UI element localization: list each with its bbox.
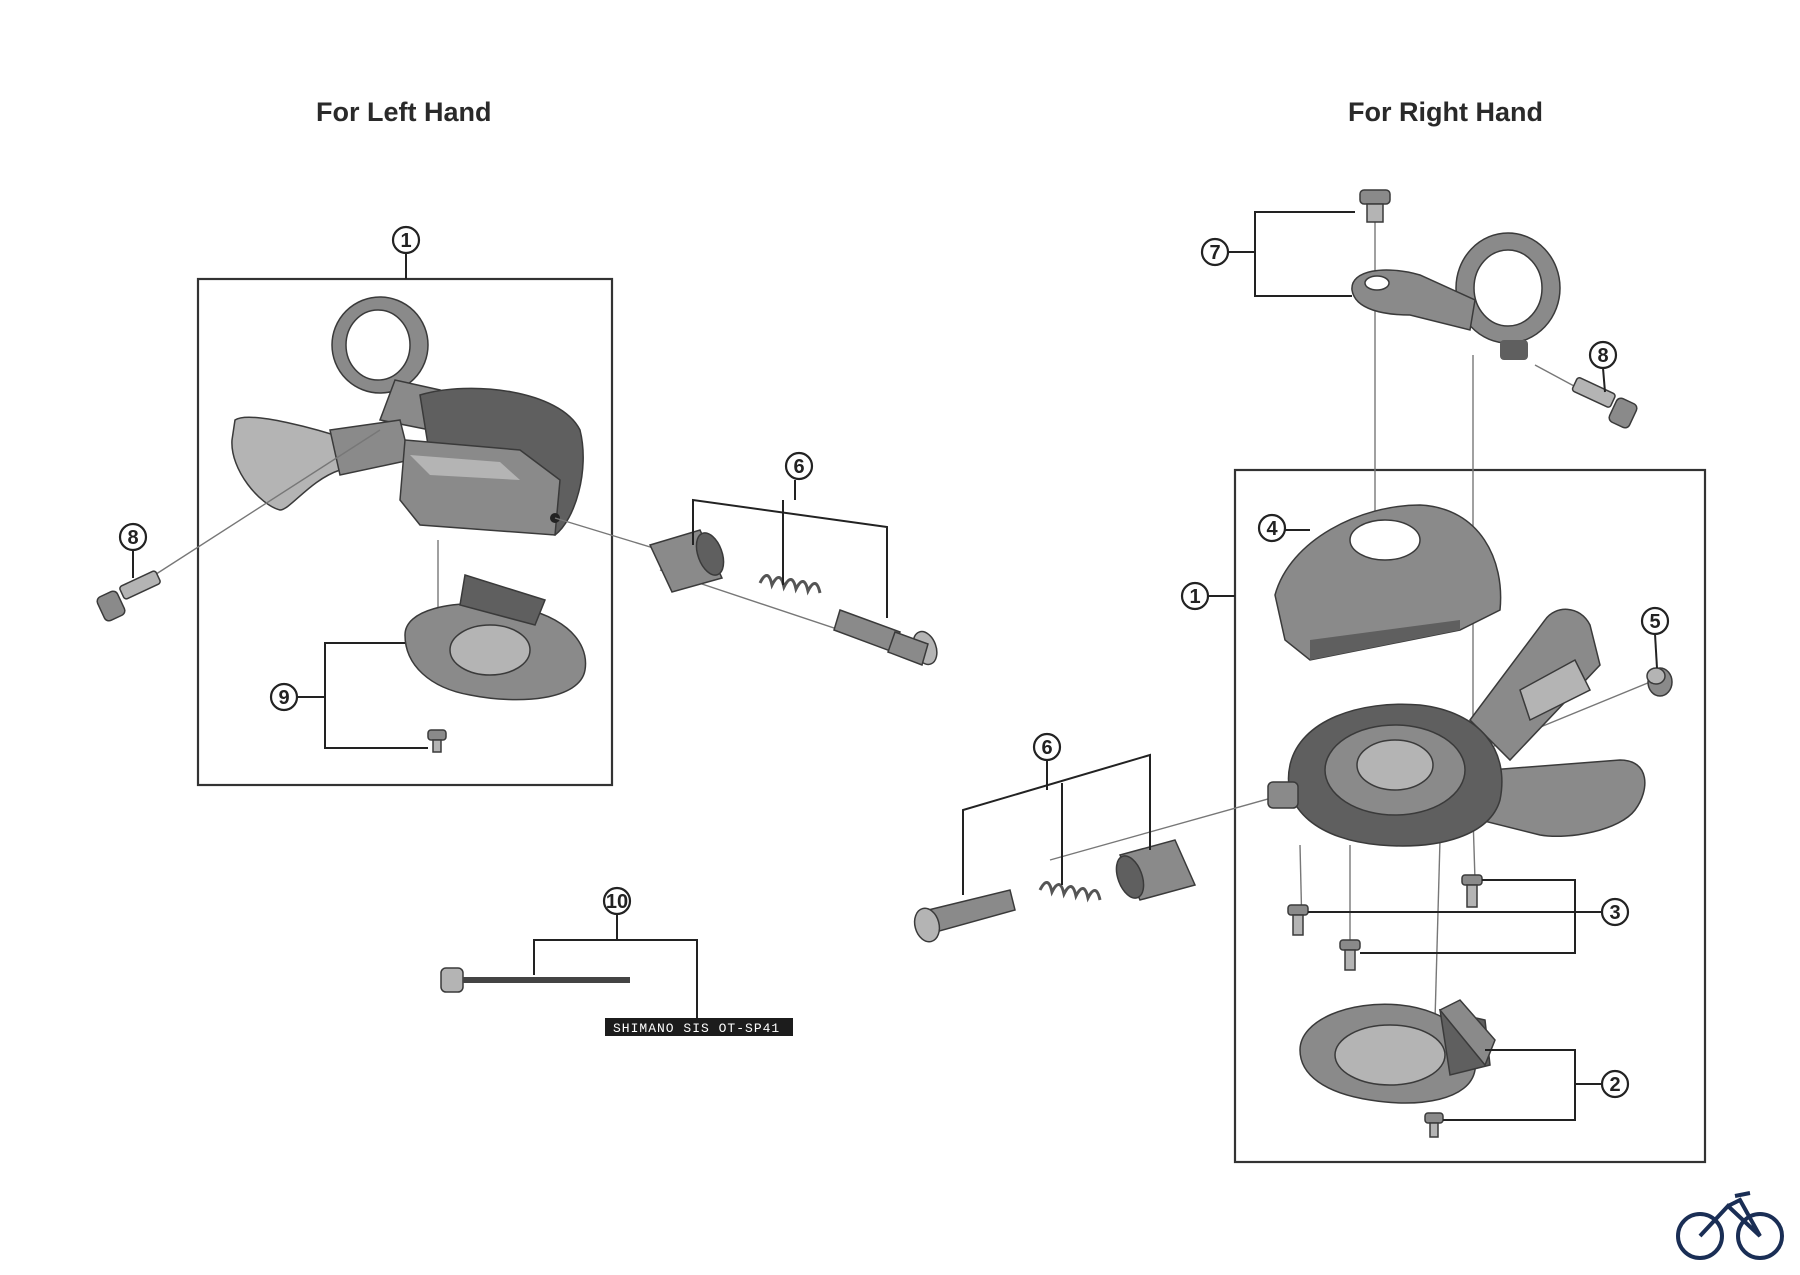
- svg-text:8: 8: [127, 527, 138, 549]
- left-fixing-bolt: [96, 570, 161, 622]
- inner-cable: [440, 967, 630, 993]
- inner-cable-group: SHIMANO SIS OT-SP41 10: [440, 886, 793, 1036]
- callout-right-cap[interactable]: 5: [1640, 606, 1670, 636]
- callout-right-screws[interactable]: 3: [1600, 897, 1630, 927]
- cable-label-text: SHIMANO SIS OT-SP41: [613, 1021, 780, 1036]
- callout-right-cover[interactable]: 4: [1257, 513, 1287, 543]
- left-indicator-screw: [427, 729, 447, 753]
- svg-text:6: 6: [1041, 737, 1052, 759]
- left-hand-heading: For Left Hand: [316, 97, 492, 127]
- svg-text:2: 2: [1609, 1074, 1620, 1096]
- svg-text:7: 7: [1209, 242, 1220, 264]
- right-indicator-unit: [1299, 999, 1496, 1104]
- callout-inner-cable[interactable]: 10: [602, 886, 632, 916]
- left-hand-group: 1 8: [96, 225, 938, 787]
- right-adjust-bolt: [913, 889, 1016, 943]
- svg-text:4: 4: [1266, 518, 1278, 540]
- left-adjust-spring: [758, 574, 822, 596]
- svg-text:1: 1: [400, 230, 411, 252]
- left-adjust-barrel: [648, 529, 725, 593]
- right-screw-2: [1287, 904, 1309, 936]
- callout-right-indicator[interactable]: 2: [1600, 1069, 1630, 1099]
- right-assembly-frame: [1233, 468, 1707, 1164]
- right-adjust-barrel: [1115, 839, 1197, 901]
- callout-left-indicator[interactable]: 9: [269, 682, 299, 712]
- svg-text:10: 10: [606, 891, 628, 913]
- right-adjust-spring: [1038, 881, 1102, 903]
- right-shifter-body: [1267, 608, 1646, 847]
- right-cap: [1646, 667, 1673, 697]
- svg-text:3: 3: [1609, 902, 1620, 924]
- callout-left-bolt[interactable]: 8: [118, 522, 148, 552]
- callout-right-assembly[interactable]: 1: [1180, 581, 1210, 611]
- left-shifter-body: [231, 296, 584, 536]
- svg-text:8: 8: [1597, 345, 1608, 367]
- right-hand-heading: For Right Hand: [1348, 97, 1543, 127]
- right-cover: [1274, 504, 1502, 661]
- right-screw-1: [1461, 874, 1483, 908]
- right-screw-3: [1339, 939, 1361, 971]
- callout-left-adjust[interactable]: 6: [784, 451, 814, 481]
- right-indicator-screw: [1424, 1112, 1444, 1138]
- svg-text:1: 1: [1189, 586, 1200, 608]
- callout-right-band[interactable]: 7: [1200, 237, 1230, 267]
- bicycle-icon: [1676, 1191, 1784, 1260]
- callout-right-bolt[interactable]: 8: [1588, 340, 1618, 370]
- right-fixing-bolt: [1571, 377, 1638, 429]
- left-indicator-unit: [404, 574, 587, 701]
- callout-right-adjust[interactable]: 6: [1032, 732, 1062, 762]
- svg-text:6: 6: [793, 456, 804, 478]
- svg-text:9: 9: [278, 687, 289, 709]
- svg-text:5: 5: [1649, 611, 1660, 633]
- cable-label-sticker: SHIMANO SIS OT-SP41: [605, 1018, 793, 1036]
- right-band-unit: [1351, 189, 1561, 360]
- callout-left-assembly[interactable]: 1: [391, 225, 421, 255]
- left-adjust-bolt: [833, 609, 938, 666]
- right-hand-group: 7 8 4 1: [913, 189, 1707, 1164]
